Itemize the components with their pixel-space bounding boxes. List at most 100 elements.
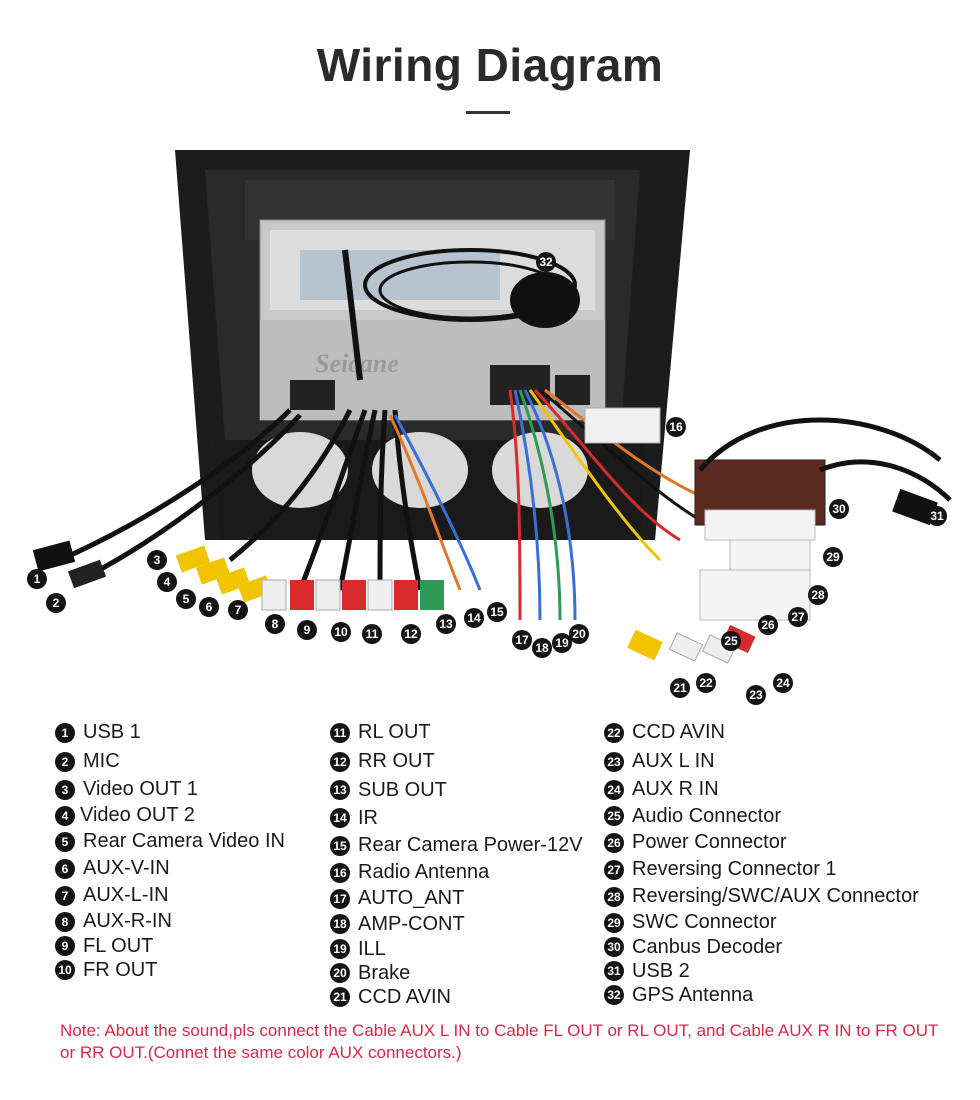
legend-label: AUX-L-IN	[83, 884, 169, 906]
legend-item: 9 FL OUT	[55, 934, 285, 958]
number-badge: 17	[330, 888, 350, 909]
callout-7: 7	[228, 600, 248, 620]
number-badge: 10	[55, 960, 75, 980]
number-badge: 19	[330, 939, 350, 959]
number-badge: 15	[330, 835, 350, 856]
callout-16: 16	[666, 417, 686, 437]
legend-item: 10 FR OUT	[55, 958, 285, 982]
legend-label: AUX-V-IN	[83, 857, 170, 879]
number-badge: 29	[604, 912, 624, 933]
head-unit-photo: Seicane	[27, 150, 952, 705]
svg-text:22: 22	[699, 676, 713, 690]
callout-25: 25	[721, 631, 741, 651]
number-badge: 24	[604, 779, 624, 800]
svg-text:17: 17	[515, 633, 529, 647]
svg-text:1: 1	[34, 572, 41, 586]
svg-text:31: 31	[930, 509, 944, 523]
number-badge: 2	[55, 751, 75, 772]
svg-text:15: 15	[490, 605, 504, 619]
callout-24: 24	[773, 673, 793, 693]
callout-27: 27	[788, 607, 808, 627]
callout-22: 22	[696, 673, 716, 693]
number-badge: 5	[55, 831, 75, 852]
number-badge: 20	[330, 963, 350, 983]
legend-item: 31 USB 2	[604, 959, 919, 983]
svg-text:3: 3	[154, 553, 161, 567]
callout-13: 13	[436, 614, 456, 634]
number-badge: 31	[604, 961, 624, 981]
svg-text:16: 16	[669, 420, 683, 434]
center-wires	[508, 388, 711, 621]
svg-text:12: 12	[404, 627, 418, 641]
gps-antenna	[342, 248, 580, 381]
svg-text:8: 8	[272, 617, 279, 631]
callout-26: 26	[758, 615, 778, 635]
svg-text:27: 27	[791, 610, 805, 624]
callout-17: 17	[512, 630, 532, 650]
callout-29: 29	[823, 547, 843, 567]
callout-12: 12	[401, 624, 421, 644]
svg-text:28: 28	[811, 588, 825, 602]
legend-label: GPS Antenna	[632, 983, 754, 1006]
svg-text:14: 14	[467, 611, 481, 625]
legend-label: FR OUT	[83, 958, 158, 981]
legend-item: 22 CCD AVIN	[604, 718, 919, 747]
legend-label: Reversing Connector 1	[632, 858, 837, 880]
left-cables	[58, 408, 482, 591]
legend-label: USB 2	[632, 959, 690, 982]
number-badge: 1	[55, 722, 75, 743]
legend-label: AUX-R-IN	[83, 910, 172, 932]
svg-text:20: 20	[572, 627, 586, 641]
callout-15: 15	[487, 602, 507, 622]
number-badge: 7	[55, 885, 75, 906]
svg-text:13: 13	[439, 617, 453, 631]
number-badge: 4	[55, 805, 75, 826]
legend-label: SWC Connector	[632, 911, 777, 933]
usb1-mic-plugs	[32, 540, 107, 589]
callout-10: 10	[331, 622, 351, 642]
svg-text:30: 30	[832, 502, 846, 516]
callout-14: 14	[464, 608, 484, 628]
number-badge: 9	[55, 936, 75, 956]
legend-label: Audio Connector	[632, 804, 781, 827]
legend-label: Power Connector	[632, 831, 787, 853]
callout-21: 21	[670, 678, 690, 698]
number-badge: 11	[330, 722, 350, 743]
legend-label: CCD AVIN	[632, 721, 725, 743]
radio-antenna-plug	[584, 407, 661, 444]
svg-text:9: 9	[304, 623, 311, 637]
number-badge: 26	[604, 832, 624, 853]
rca-plugs	[175, 545, 444, 611]
callout-4: 4	[157, 572, 177, 592]
number-badge: 13	[330, 780, 350, 800]
callout-2: 2	[46, 593, 66, 613]
number-badge: 22	[604, 722, 624, 743]
legend-label: AUX L IN	[632, 750, 715, 772]
legend-label: Canbus Decoder	[632, 935, 783, 958]
legend-label: FL OUT	[83, 934, 154, 957]
callout-20: 20	[569, 624, 589, 644]
svg-text:32: 32	[539, 255, 553, 269]
legend-label: AUX R IN	[632, 778, 719, 800]
callout-3: 3	[147, 550, 167, 570]
callout-badges: 1 2 3 4 5 6 7 8 9 10 11 12 13 14 15 16 1…	[27, 252, 947, 705]
number-badge: 21	[330, 987, 350, 1007]
svg-text:24: 24	[776, 676, 790, 690]
legend-item: 7 AUX-L-IN	[55, 882, 285, 909]
title-underline	[466, 111, 510, 114]
legend-label: RR OUT	[358, 750, 435, 772]
